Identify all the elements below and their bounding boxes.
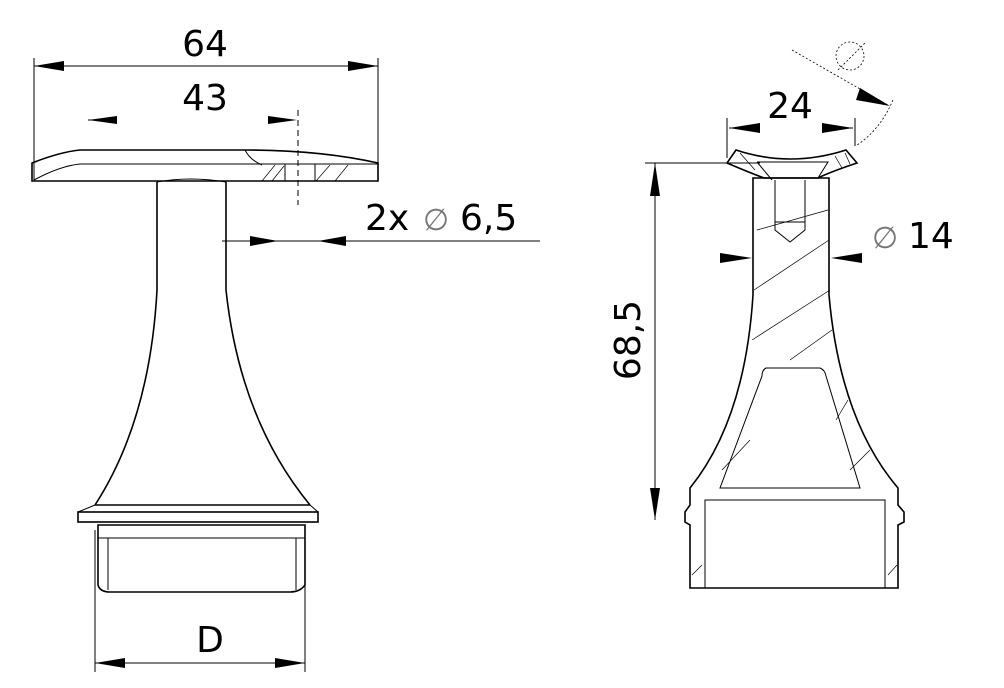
dimension-hole-diameter: 2x ∅ 6,5 <box>222 198 540 246</box>
dimension-label-43: 43 <box>182 78 228 119</box>
front-view: 64 43 <box>31 24 540 672</box>
dimension-label-68-5: 68,5 <box>608 300 649 380</box>
dimension-68-5: 68,5 <box>608 162 760 520</box>
dimension-label-64: 64 <box>182 24 228 65</box>
stem-diameter-label: 14 <box>908 216 954 257</box>
dimension-d: D <box>94 530 306 672</box>
hole-diameter-label: 6,5 <box>460 198 517 239</box>
diameter-symbol-icon: ∅ <box>872 221 898 256</box>
stem-section <box>684 177 905 589</box>
dimension-24: 24 <box>726 86 856 158</box>
dimension-label-24: 24 <box>767 86 813 127</box>
saddle: ∅ <box>725 41 894 181</box>
stem <box>77 182 319 593</box>
top-plate <box>31 149 379 183</box>
dimension-43: 43 <box>88 78 299 205</box>
dimension-14: ∅ 14 <box>720 216 954 263</box>
holes-count-label: 2x <box>365 198 409 239</box>
diameter-symbol-icon: ∅ <box>423 203 449 238</box>
side-view: ∅ 24 <box>608 41 954 589</box>
dimension-label-d: D <box>196 620 224 661</box>
dimension-64: 64 <box>33 24 379 180</box>
